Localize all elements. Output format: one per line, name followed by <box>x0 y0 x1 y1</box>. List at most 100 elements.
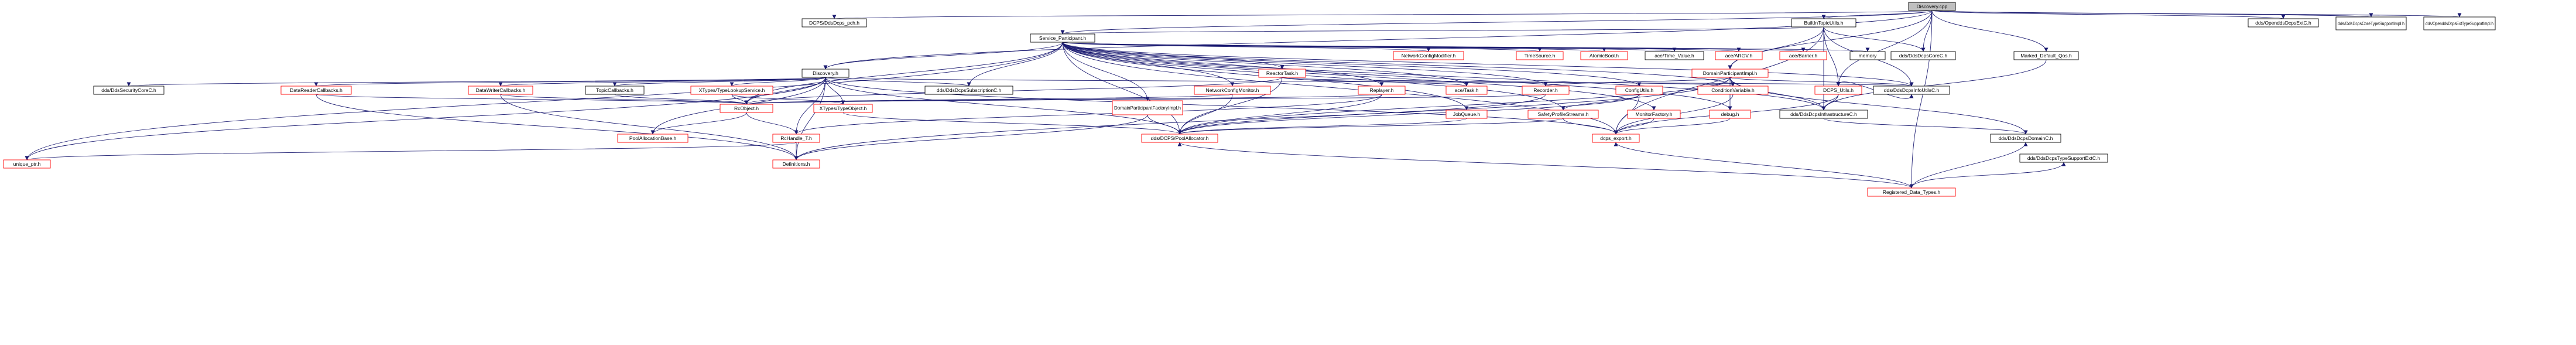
svg-text:Recorder.h: Recorder.h <box>1533 87 1558 93</box>
include-edge <box>1177 94 1233 135</box>
include-edge <box>729 77 826 87</box>
node-discovery-h[interactable]: Discovery.h <box>801 69 849 78</box>
svg-text:debug.h: debug.h <box>1721 111 1739 117</box>
include-edge <box>825 77 971 87</box>
node-rchandle-t-h[interactable]: RcHandle_T.h <box>772 134 820 143</box>
node-builtintopicutils-h[interactable]: BuiltInTopicUtils.h <box>1791 18 1856 28</box>
node-replayer-h[interactable]: Replayer.h <box>1358 86 1406 95</box>
node-discovery-cpp[interactable]: Discovery.cpp <box>1908 2 1956 11</box>
include-edge <box>1614 142 1912 189</box>
node-datawritercallbacks-h[interactable]: DataWriterCallbacks.h <box>468 86 533 95</box>
svg-text:DomainParticipantImpl.h: DomainParticipantImpl.h <box>1703 70 1758 76</box>
svg-text:RcObject.h: RcObject.h <box>734 105 759 111</box>
node-ddsdcps-pch-h[interactable]: DCPS/DdsDcps_pch.h <box>801 18 867 28</box>
node-registered-data-types-h[interactable]: Registered_Data_Types.h <box>1867 187 1956 197</box>
include-edge <box>745 94 1233 105</box>
node-definitions-h[interactable]: Definitions.h <box>772 159 820 169</box>
include-edge <box>823 10 1933 70</box>
node-dcps-export-h[interactable]: dcps_export.h <box>1592 134 1640 143</box>
include-edge <box>1062 42 1826 111</box>
node-openddsdcpsexttypesupportimpl-h[interactable]: dds/OpenddsDcpsExtTypeSupportImpl.h <box>2423 16 2496 30</box>
include-edge <box>745 94 1546 105</box>
include-edge <box>794 77 826 160</box>
include-edge <box>731 94 845 105</box>
svg-text:memory: memory <box>1859 53 1877 59</box>
node-timesource-h[interactable]: TimeSource.h <box>1516 51 1564 60</box>
include-edge <box>1062 42 1914 87</box>
include-edge <box>1563 118 1618 135</box>
include-edge <box>1823 118 2028 135</box>
include-edge <box>1931 10 2285 19</box>
node-unique-ptr-h[interactable]: unique_ptr.h <box>3 159 51 169</box>
include-edge <box>1061 10 1933 35</box>
svg-text:DCPS_Utils.h: DCPS_Utils.h <box>1823 87 1854 93</box>
svg-text:ReactorTask.h: ReactorTask.h <box>1266 70 1299 76</box>
include-edge <box>794 77 826 135</box>
node-configutils-h[interactable]: ConfigUtils.h <box>1615 86 1663 95</box>
include-edge <box>1823 26 1841 87</box>
node-ace-barrier-h[interactable]: ace/Barrier.h <box>1779 51 1827 60</box>
include-edge <box>1062 42 1384 87</box>
node-safetyprofilestreams-h[interactable]: SafetyProfileStreams.h <box>1527 110 1599 119</box>
node-memory[interactable]: memory <box>1849 51 1886 60</box>
node-datareadercallbacks-h[interactable]: DataReaderCallbacks.h <box>280 86 352 95</box>
node-domainparticipantfactoryimpl-h[interactable]: DomainParticipantFactoryImpl.h <box>1112 100 1183 115</box>
include-edge <box>1147 114 1182 135</box>
svg-text:ace/Barrier.h: ace/Barrier.h <box>1789 53 1817 59</box>
node-poolallocationbase-h[interactable]: PoolAllocationBase.h <box>617 134 688 143</box>
node-recorder-h[interactable]: Recorder.h <box>1522 86 1570 95</box>
node-networkconfigmonitor-h[interactable]: NetworkConfigMonitor.h <box>1194 86 1271 95</box>
node-reactortask-h[interactable]: ReactorTask.h <box>1258 69 1306 78</box>
svg-text:PoolAllocationBase.h: PoolAllocationBase.h <box>629 135 677 141</box>
svg-text:TimeSource.h: TimeSource.h <box>1525 53 1556 59</box>
node-domainparticipantimpl-h[interactable]: DomainParticipantImpl.h <box>1691 69 1769 78</box>
node-ddsdcpsinfrastructurec-h[interactable]: dds/DdsDcpsInfrastructureC.h <box>1779 110 1868 119</box>
include-edge <box>1909 10 1933 189</box>
node-conditionvariable-h[interactable]: ConditionVariable.h <box>1697 86 1769 95</box>
include-edge <box>1177 94 1382 135</box>
svg-text:dds/DdsDcpsTypeSupportExtC.h: dds/DdsDcpsTypeSupportExtC.h <box>2027 155 2101 161</box>
node-openddsdcpsextc-h[interactable]: dds/OpenddsDcpsExtC.h <box>2248 18 2319 28</box>
include-edge <box>1821 59 2047 111</box>
node-ddssecuritycorec-h[interactable]: dds/DdsSecurityCoreC.h <box>93 86 165 95</box>
node-atomicbool-h[interactable]: AtomicBool.h <box>1580 51 1628 60</box>
svg-text:Service_Participant.h: Service_Participant.h <box>1039 35 1087 41</box>
svg-text:ConditionVariable.h: ConditionVariable.h <box>1711 87 1755 93</box>
node-dcps-utils-h[interactable]: DCPS_Utils.h <box>1814 86 1862 95</box>
node-ddsdcpscorec-h[interactable]: dds/DdsDcpsCoreC.h <box>1890 51 1956 60</box>
node-ddsdcpstypesupportextc-h[interactable]: dds/DdsDcpsTypeSupportExtC.h <box>2019 153 2108 163</box>
include-edge <box>1282 77 1735 87</box>
include-edge <box>1728 26 1824 70</box>
node-debug-h[interactable]: debug.h <box>1709 110 1751 119</box>
node-monitorfactory-h[interactable]: MonitorFactory.h <box>1627 110 1681 119</box>
node-poolallocator-h[interactable]: dds/DCPS/PoolAllocator.h <box>1141 134 1218 143</box>
node-service-participant-h[interactable]: Service_Participant.h <box>1030 33 1095 43</box>
node-ddsdcpscoretypesupportimpl-h[interactable]: dds/DdsDcpsCoreTypeSupportImpl.h <box>2335 16 2407 30</box>
svg-text:dds/DdsDcpsCoreC.h: dds/DdsDcpsCoreC.h <box>1899 53 1947 59</box>
include-edge <box>1062 42 1869 52</box>
node-typelookupservice-h[interactable]: XTypes/TypeLookupService.h <box>690 86 773 95</box>
node-marked-default-qos-h[interactable]: Marked_Default_Qos.h <box>2013 51 2079 60</box>
node-ace-time-value-h[interactable]: ace/Time_Value.h <box>1645 51 1704 60</box>
svg-text:dds/DdsSecurityCoreC.h: dds/DdsSecurityCoreC.h <box>101 87 156 93</box>
svg-text:DomainParticipantFactoryImpl.h: DomainParticipantFactoryImpl.h <box>1114 105 1181 111</box>
include-edge <box>1729 77 1914 87</box>
node-typeobject-h[interactable]: XTypes/TypeObject.h <box>813 104 873 113</box>
svg-text:dds/DdsDcpsCoreTypeSupportImpl: dds/DdsDcpsCoreTypeSupportImpl.h <box>2338 21 2404 26</box>
node-ace-task-h[interactable]: ace/Task.h <box>1445 86 1488 95</box>
node-ace-argv-h[interactable]: ace/ARGV.h <box>1715 51 1763 60</box>
node-jobqueue-h[interactable]: JobQueue.h <box>1445 110 1488 119</box>
node-ddsdcpsdomainc-h[interactable]: dds/DdsDcpsDomainC.h <box>1990 134 2061 143</box>
include-edge <box>25 42 1063 160</box>
svg-text:Marked_Default_Qos.h: Marked_Default_Qos.h <box>2020 53 2072 59</box>
svg-text:dds/DdsDcpsSubscriptionC.h: dds/DdsDcpsSubscriptionC.h <box>937 87 1002 93</box>
include-edge <box>744 77 1283 105</box>
node-ddsdcpssubscriptionc-h[interactable]: dds/DdsDcpsSubscriptionC.h <box>924 86 1013 95</box>
include-edge <box>314 77 826 87</box>
node-networkconfigmodifier-h[interactable]: NetworkConfigModifier.h <box>1393 51 1464 60</box>
svg-text:ace/Time_Value.h: ace/Time_Value.h <box>1654 53 1694 59</box>
node-rcobject-h[interactable]: RcObject.h <box>720 104 773 113</box>
node-ddsdcpsinfoutilsc-h[interactable]: dds/DdsDcpsInfoUtilsC.h <box>1873 86 1950 95</box>
include-edge <box>1911 142 2028 189</box>
node-topiccallbacks-h[interactable]: TopicCallbacks.h <box>585 86 645 95</box>
